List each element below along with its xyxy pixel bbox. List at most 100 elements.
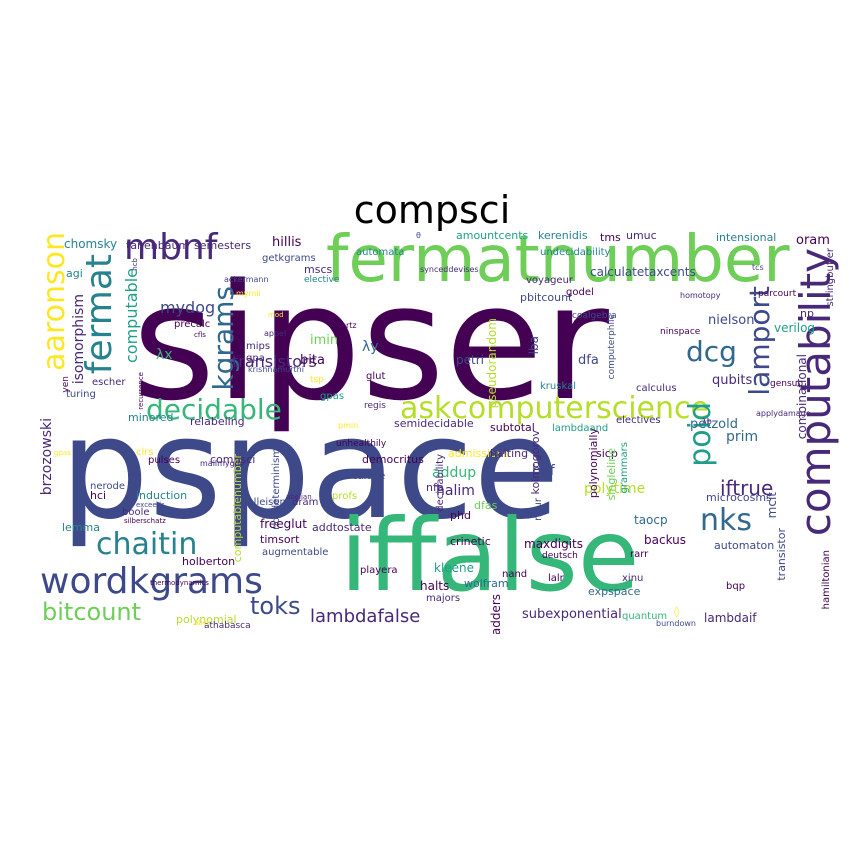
cloud-word: gpas [54, 449, 71, 457]
cloud-word: synceddevises [420, 265, 479, 274]
cloud-word: nfa [426, 481, 444, 494]
cloud-word: nand [502, 569, 528, 580]
cloud-word: boole [122, 507, 150, 518]
cloud-word: relabeling [190, 415, 245, 428]
cloud-word: lambdaif [704, 611, 757, 625]
cloud-word: mcit [765, 492, 779, 519]
cloud-word: bqp [726, 581, 746, 592]
cloud-word: poid [683, 402, 718, 467]
cloud-word: lemma [62, 521, 100, 534]
cloud-word: dram [292, 497, 319, 508]
word-cloud: sipser pspace iffalse fermatnumber compu… [40, 228, 848, 634]
cloud-word: kolmogorov [529, 430, 542, 495]
cloud-word: kerenidis [538, 229, 588, 242]
cloud-word: glut [366, 371, 386, 382]
cloud-word: timsort [260, 533, 300, 546]
cloud-word: majors [426, 593, 461, 604]
cloud-word: prim [726, 429, 759, 445]
cloud-word: applydamage [756, 409, 811, 418]
cloud-word: mailmygov [200, 459, 245, 468]
cloud-word: dfas [474, 499, 498, 512]
cloud-word: regis [364, 401, 386, 411]
cloud-word: iffalse [340, 497, 640, 614]
cloud-word: mips [246, 341, 271, 352]
cloud-word: petzold [690, 417, 738, 432]
cloud-word: automaton [714, 539, 775, 552]
cloud-word: adders [489, 594, 503, 634]
cloud-word: singleline [605, 448, 618, 501]
cloud-word: gensub [770, 379, 804, 389]
cloud-word: decidability [435, 454, 446, 512]
cloud-word: transistor [775, 528, 788, 581]
cloud-word: agi [66, 267, 83, 280]
cloud-word: grammars [619, 442, 630, 494]
cloud-word: ackermann [224, 275, 269, 284]
cloud-word: nks [700, 503, 753, 538]
cloud-word: imin [310, 333, 339, 348]
cloud-word: homotopy [680, 291, 721, 300]
cloud-word: calculatetaxcents [590, 265, 696, 279]
cloud-word: λy [362, 339, 379, 355]
cloud-word: xinu [622, 573, 644, 584]
cloud-word: democritus [362, 453, 424, 466]
cloud-word: wordkgrams [40, 561, 263, 602]
cloud-word: pulses [148, 455, 181, 466]
cloud-word: hertz [336, 321, 357, 330]
cloud-word: abelian [286, 493, 312, 501]
cloud-word: halim [436, 483, 475, 499]
cloud-word: mscs [304, 263, 333, 276]
cloud-word: petri [456, 353, 484, 367]
cloud-word: electives [616, 415, 661, 426]
cloud-word: brzozowski [40, 418, 55, 496]
cloud-word: freeglut [260, 517, 307, 531]
cloud-word: admissions [448, 447, 510, 460]
cloud-word: θ [416, 231, 421, 240]
cloud-word: computablenumber [231, 454, 244, 563]
cloud-word: profs [332, 491, 358, 502]
cloud-word: coalgebra [572, 311, 617, 321]
cloud-word: ninspace [660, 327, 701, 337]
cloud-word: combinational [795, 354, 809, 440]
cloud-word: minored [128, 411, 174, 424]
cloud-word: mbnf [124, 228, 218, 268]
cloud-word: mod [268, 311, 284, 319]
cloud-word: abet [194, 619, 210, 627]
cloud-word: dfa [578, 353, 599, 368]
cloud-word: pmin [338, 421, 359, 430]
cloud-word: induction [136, 489, 188, 502]
cloud-word: subtotal [490, 421, 535, 434]
cloud-word: augmentable [262, 547, 329, 558]
cloud-title: compsci [353, 188, 511, 232]
cloud-word: parcourt [758, 289, 797, 299]
cloud-word: deutsch [542, 551, 578, 561]
cloud-word: addup [432, 465, 477, 481]
cloud-word: tanenbaum [126, 239, 190, 252]
cloud-word: fermatnumber [326, 228, 790, 297]
cloud-word: getkgrams [262, 253, 316, 264]
cloud-word: intensional [716, 231, 777, 244]
cloud-word: polynomially [587, 428, 600, 499]
cloud-word: lba [527, 336, 541, 355]
cloud-word: λx [156, 347, 173, 363]
cloud-word: ◊ [674, 605, 680, 618]
cloud-word: escher [92, 377, 126, 388]
cloud-word: felleisen [244, 497, 286, 508]
cloud-word: maxdigits [524, 537, 584, 551]
cloud-word: sicp [596, 447, 618, 460]
cloud-word: exceeds [136, 501, 165, 509]
cloud-word: tms [600, 231, 621, 244]
cloud-word: qubits [712, 373, 753, 388]
cloud-word: automata [356, 247, 405, 258]
cloud-word: decidable [146, 393, 282, 426]
cloud-word: stringbuffer [825, 248, 836, 307]
cloud-word: quantum [622, 611, 668, 622]
cloud-word: lalr [548, 573, 564, 584]
cloud-word: fermat [79, 254, 120, 375]
cloud-word: pspace [60, 388, 560, 551]
cloud-word: tcs [752, 263, 764, 272]
cloud-word: nielson [708, 313, 755, 328]
cloud-word: wolfram [464, 577, 509, 590]
cloud-word: semesters [194, 239, 252, 252]
cloud-word: precalc [174, 319, 211, 330]
cloud-word: halts [420, 579, 450, 593]
